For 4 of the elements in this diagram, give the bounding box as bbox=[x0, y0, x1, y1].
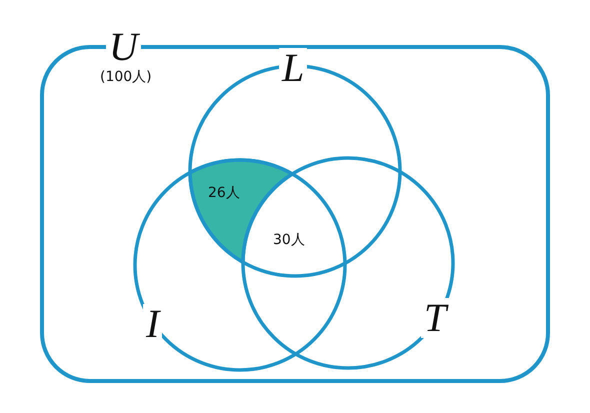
set-label: T bbox=[421, 298, 450, 338]
count-label: 30人 bbox=[273, 232, 305, 248]
count-label: (100人) bbox=[100, 69, 152, 85]
count-label: 26人 bbox=[208, 185, 240, 201]
